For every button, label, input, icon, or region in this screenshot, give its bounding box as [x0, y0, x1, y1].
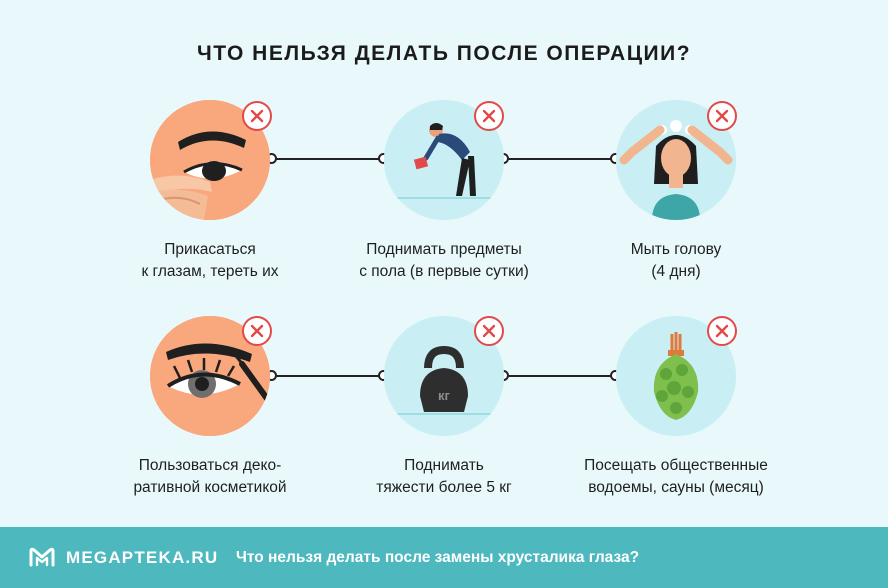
brand-name[interactable]: MEGAPTEKA.RU: [66, 548, 219, 567]
connector-line: [504, 375, 616, 377]
caption-lift-objects: Поднимать предметы с пола (в первые сутк…: [314, 239, 574, 283]
caption-cosmetics: Пользоваться деко- ративной косметикой: [80, 455, 340, 499]
caption-line: с пола (в первые сутки): [359, 263, 529, 280]
caption-line: Прикасаться: [164, 241, 256, 258]
caption-line: водоемы, сауны (месяц): [588, 479, 764, 496]
caption-line: тяжести более 5 кг: [376, 479, 512, 496]
caption-line: (4 дня): [651, 263, 701, 280]
connector-line: [272, 375, 384, 377]
caption-heavy-lifting: Поднимать тяжести более 5 кг: [314, 455, 574, 499]
caption-line: ративной косметикой: [133, 479, 287, 496]
kettlebell-label: кг: [438, 388, 451, 403]
cross-icon: [474, 101, 504, 131]
cross-icon: [242, 316, 272, 346]
connector-line: [504, 158, 616, 160]
caption-line: Поднимать: [404, 457, 484, 474]
caption-line: Пользоваться деко-: [138, 457, 282, 474]
caption-public-pools: Посещать общественные водоемы, сауны (ме…: [546, 455, 806, 499]
caption-line: Мыть голову: [630, 241, 722, 258]
caption-touch-eyes: Прикасаться к глазам, тереть их: [80, 239, 340, 283]
brand-logo-icon: [29, 547, 55, 567]
related-article-link[interactable]: Что нельзя делать после замены хрусталик…: [236, 549, 640, 566]
caption-line: Посещать общественные: [584, 457, 768, 474]
eye-touch-icon: [150, 100, 270, 220]
footer-bar: MEGAPTEKA.RU Что нельзя делать после зам…: [0, 527, 888, 588]
connector-line: [272, 158, 384, 160]
mascara-eye-icon: [150, 316, 270, 436]
cross-icon: [707, 101, 737, 131]
caption-line: Поднимать предметы: [366, 241, 522, 258]
washing-hair-icon: [616, 100, 736, 220]
cross-icon: [707, 316, 737, 346]
sauna-broom-icon: [616, 316, 736, 436]
page-title: ЧТО НЕЛЬЗЯ ДЕЛАТЬ ПОСЛЕ ОПЕРАЦИИ?: [196, 42, 692, 65]
cross-icon: [242, 101, 272, 131]
caption-wash-hair: Мыть голову (4 дня): [546, 239, 806, 283]
cross-icon: [474, 316, 504, 346]
caption-line: к глазам, тереть их: [141, 263, 279, 280]
